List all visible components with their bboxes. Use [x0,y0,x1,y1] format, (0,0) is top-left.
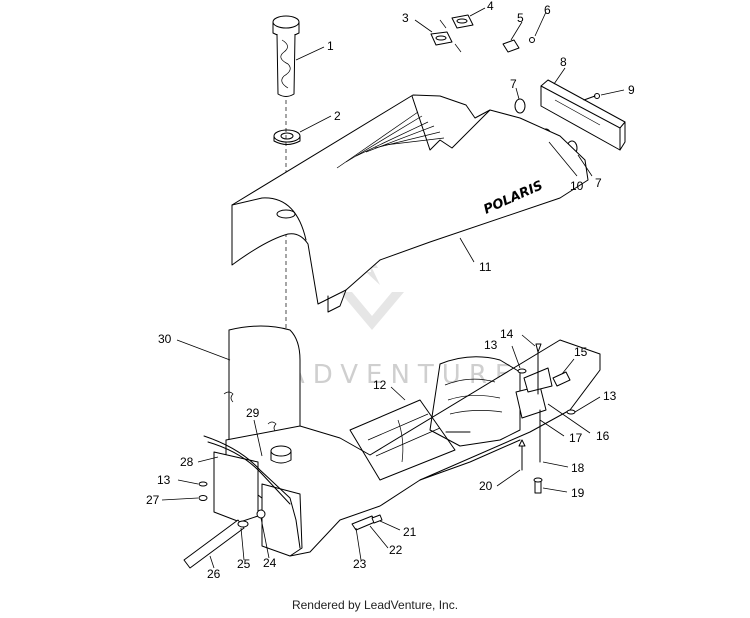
callout-10: 10 [570,179,584,193]
callout-24: 24 [263,556,277,570]
filler-grommet [273,129,301,145]
side-panel [223,325,301,441]
callout-3: 3 [402,11,409,25]
callout-13-top: 13 [484,338,498,352]
callout-1: 1 [327,39,334,53]
callout-21: 21 [403,525,417,539]
fuel-cap [272,15,300,97]
callout-22: 22 [389,543,403,557]
small-hardware [198,343,576,501]
rear-mount-bracket [540,79,626,151]
callout-15: 15 [574,345,588,359]
callout-9: 9 [628,83,635,97]
fuel-tank-seat-base [203,339,601,557]
callout-4: 4 [487,0,494,13]
callout-14: 14 [500,327,514,341]
fuel-line-fittings [183,509,383,569]
callout-13-right: 13 [603,389,617,403]
callout-12: 12 [373,378,387,392]
callout-25: 25 [237,557,251,571]
footer-credit: Rendered by LeadVenture, Inc. [291,598,459,612]
callout-11: 11 [479,260,492,274]
callout-7-lower: 7 [595,176,602,190]
callout-7-upper: 7 [510,77,517,91]
callout-23: 23 [353,557,367,571]
callout-19: 19 [571,486,585,500]
callout-16: 16 [596,429,610,443]
callout-6: 6 [544,3,551,17]
callout-18: 18 [571,461,585,475]
callout-27: 27 [146,493,160,507]
callout-8: 8 [560,55,567,69]
hood-cover: POLARIS [231,94,589,313]
callout-28: 28 [180,455,194,469]
callout-2: 2 [334,109,341,123]
callout-13-left: 13 [157,473,171,487]
callout-5: 5 [517,11,524,25]
callout-30: 30 [158,332,172,346]
latch-hardware [430,14,535,53]
callout-numbers: 1 2 3 4 5 6 7 7 8 9 10 11 12 13 13 13 14… [146,0,635,581]
callout-29: 29 [246,406,260,420]
callout-20: 20 [479,479,493,493]
callout-leaders [161,7,625,569]
callout-26: 26 [207,567,221,581]
callout-17: 17 [569,431,583,445]
